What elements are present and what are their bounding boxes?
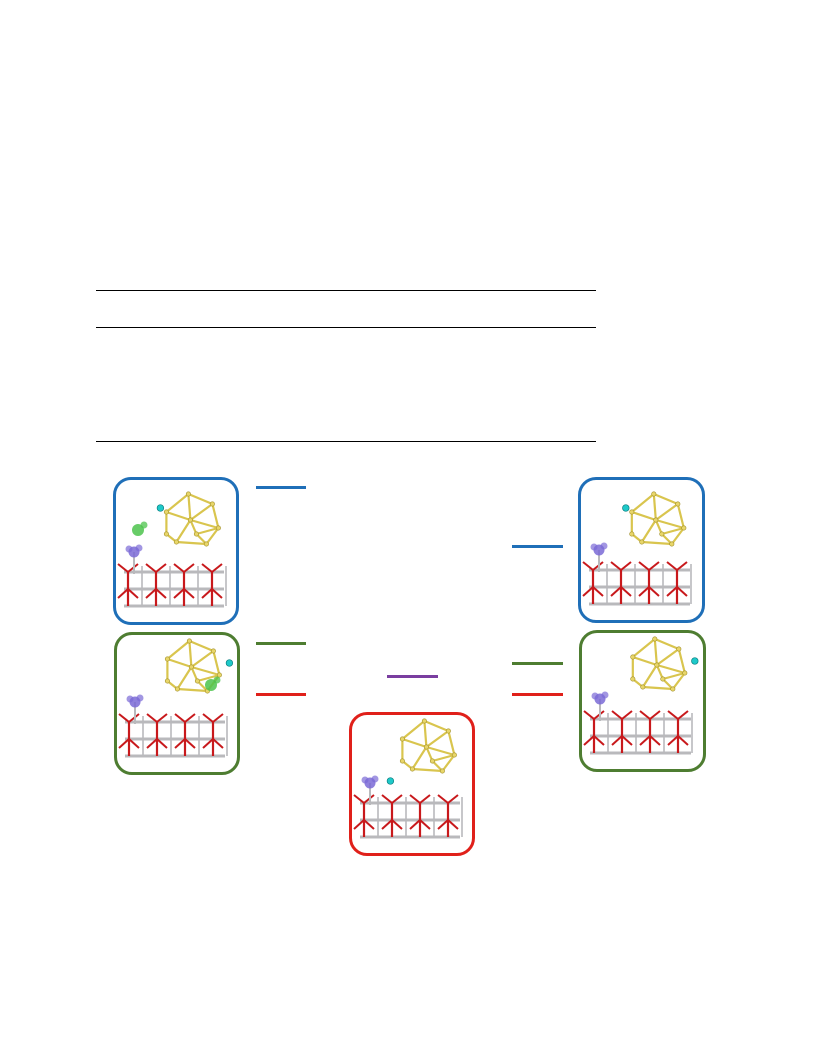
oxide-surface-slab [118,713,228,758]
green-adsorbate [132,521,148,536]
oxide-surface-slab [353,794,463,839]
level-right-red [512,693,563,696]
purple-adsorbate [126,694,144,724]
purple-adsorbate [591,691,609,721]
gold-cluster [399,718,457,774]
level-left-blue [256,486,306,489]
cyan-atom [225,659,234,667]
panel-right-top [578,477,705,623]
structure-render [118,638,234,758]
horizontal-rule-bottom [96,441,596,442]
horizontal-rule-middle [96,327,596,328]
gold-cluster [163,491,221,547]
cyan-atom [386,777,395,785]
oxide-surface-slab [117,563,227,608]
level-center-purple [387,675,438,678]
level-left-red [256,693,306,696]
purple-adsorbate [361,775,379,805]
oxide-surface-slab [582,561,692,606]
panel-left-bottom [114,632,240,775]
gold-cluster [629,491,687,547]
panel-right-bottom [579,630,706,772]
purple-adsorbate [125,544,143,574]
structure-render [583,636,699,755]
level-left-green [256,642,306,645]
gold-cluster [630,636,688,692]
panel-center-bottom [349,712,475,856]
cyan-atom [622,504,630,512]
cyan-atom [156,504,165,512]
panel-left-top [113,477,239,625]
cyan-atom [691,657,699,665]
green-adsorbate [205,676,221,691]
level-right-green [512,662,563,665]
structure-render [582,491,692,606]
horizontal-rule-top [96,290,596,291]
purple-adsorbate [590,542,608,572]
gold-cluster [164,638,222,694]
structure-render [353,718,463,839]
level-right-blue [512,545,563,548]
structure-render [117,491,227,608]
